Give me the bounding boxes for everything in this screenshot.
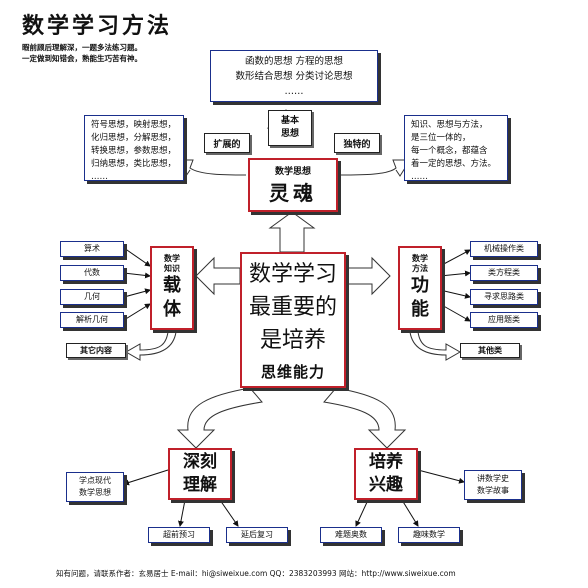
arrow-core-interest <box>323 387 407 449</box>
footer-contact: 知有问题，请联系作者：玄易居士 E-mail：hi@siweixue.com Q… <box>56 569 456 578</box>
soul-box-caption: 数学思想 <box>274 167 311 177</box>
right-note-line-5: …… <box>411 172 428 182</box>
left-item-1: 算术 <box>60 241 124 257</box>
left-item-2: 代数 <box>60 265 124 281</box>
right-item-3: 寻求思路类 <box>470 289 538 305</box>
top-box-line-2: 数形结合思想 分类讨论思想 <box>235 70 353 82</box>
arrow-core-understand <box>176 387 263 449</box>
tagline-line-1: 暇前顾后理解深，一题多法练习题。 <box>22 43 142 52</box>
function-box: 数学 方法 功 能 <box>398 246 442 330</box>
understand-line-1: 深刻 <box>183 452 217 472</box>
left-note-line-3: 转换思想，参数思想， <box>91 146 177 156</box>
left-note-line-2: 化归思想，分解思想， <box>91 133 177 143</box>
arrow-function-other <box>409 331 462 361</box>
understand-line-2: 理解 <box>183 475 217 495</box>
right-note-line-4: 着一定的思想、方法。 <box>411 159 497 169</box>
basic-box-line-1: 基本 <box>280 116 299 126</box>
modern-math-box: 学点现代 数学思想 <box>66 472 124 502</box>
left-note-line-4: 归纳思想，类比思想， <box>91 159 177 169</box>
understand-box: 深刻 理解 <box>168 448 232 500</box>
core-line-2: 最重要的 <box>248 295 337 320</box>
right-note-line-2: 是三位一体的， <box>411 133 471 143</box>
page-title: 数学学习方法 <box>22 13 173 39</box>
arrow-core-soul <box>268 211 316 253</box>
tagline-line-2: 一定做到知错会，熟能生巧苦有神。 <box>22 54 142 63</box>
top-thought-box: 函数的思想 方程的思想 数形结合思想 分类讨论思想 …… <box>210 50 378 102</box>
interest-line-1: 培养 <box>369 452 403 472</box>
arrow-soul-left <box>175 159 247 177</box>
bottom-item-fun-math: 趣味数学 <box>398 527 460 543</box>
left-item-4: 解析几何 <box>60 312 124 328</box>
arrow-carrier-other <box>124 331 177 361</box>
carrier-title-2: 体 <box>163 299 181 320</box>
top-box-line-1: 函数的思想 方程的思想 <box>244 55 344 67</box>
arrow-soul-right <box>339 159 411 177</box>
tagline: 暇前顾后理解深，一题多法练习题。 一定做到知错会，熟能生巧苦有神。 <box>22 42 142 64</box>
bottom-item-preview: 超前预习 <box>148 527 210 543</box>
core-box: 数学学习 最重要的 是培养 思维能力 <box>240 252 346 388</box>
soul-box-title: 灵魂 <box>269 181 317 205</box>
function-title-2: 能 <box>411 299 429 320</box>
arrow-core-function <box>345 256 391 296</box>
carrier-box: 数学 知识 载 体 <box>150 246 194 330</box>
history-line-1: 讲数学史 <box>477 474 509 483</box>
basic-thought-box: 基本 思想 <box>268 110 312 146</box>
bottom-item-olympiad: 难题奥数 <box>320 527 382 543</box>
carrier-title-1: 载 <box>163 275 181 296</box>
modern-line-2: 数学思想 <box>79 488 111 497</box>
function-caption-1: 数学 <box>412 254 428 263</box>
left-item-3: 几何 <box>60 289 124 305</box>
core-emphasis: 思维能力 <box>260 363 325 381</box>
arrow-core-carrier <box>195 256 241 296</box>
history-box: 讲数学史 数学故事 <box>464 470 522 500</box>
unique-label: 独特的 <box>334 133 380 153</box>
bottom-item-review: 延后复习 <box>226 527 288 543</box>
core-line-3: 是培养 <box>259 328 326 353</box>
left-note-line-5: …… <box>91 172 108 182</box>
right-item-other: 其他类 <box>460 343 520 358</box>
basic-box-line-2: 思想 <box>280 129 299 139</box>
expand-label: 扩展的 <box>204 133 250 153</box>
function-caption-2: 方法 <box>412 264 428 273</box>
right-item-4: 应用题类 <box>470 312 538 328</box>
right-item-1: 机械操作类 <box>470 241 538 257</box>
right-item-2: 类方程类 <box>470 265 538 281</box>
left-note-line-1: 符号思想，映射思想， <box>91 120 177 130</box>
soul-box: 数学思想 灵魂 <box>248 158 338 212</box>
modern-line-1: 学点现代 <box>79 476 111 485</box>
right-note-line-3: 每一个概念，都蕴含 <box>411 146 488 156</box>
core-line-1: 数学学习 <box>248 262 337 287</box>
carrier-caption-1: 数学 <box>164 254 180 263</box>
interest-box: 培养 兴趣 <box>354 448 418 500</box>
history-line-2: 数学故事 <box>477 486 509 495</box>
left-item-other: 其它内容 <box>66 343 126 358</box>
top-box-line-3: …… <box>284 85 304 97</box>
carrier-caption-2: 知识 <box>164 264 180 273</box>
right-note-line-1: 知识、思想与方法， <box>411 120 488 130</box>
right-thought-note: 知识、思想与方法， 是三位一体的， 每一个概念，都蕴含 着一定的思想、方法。 …… <box>404 115 508 182</box>
interest-line-2: 兴趣 <box>369 475 403 495</box>
left-thought-note: 符号思想，映射思想， 化归思想，分解思想， 转换思想，参数思想， 归纳思想，类比… <box>84 115 184 182</box>
function-title-1: 功 <box>411 275 429 296</box>
